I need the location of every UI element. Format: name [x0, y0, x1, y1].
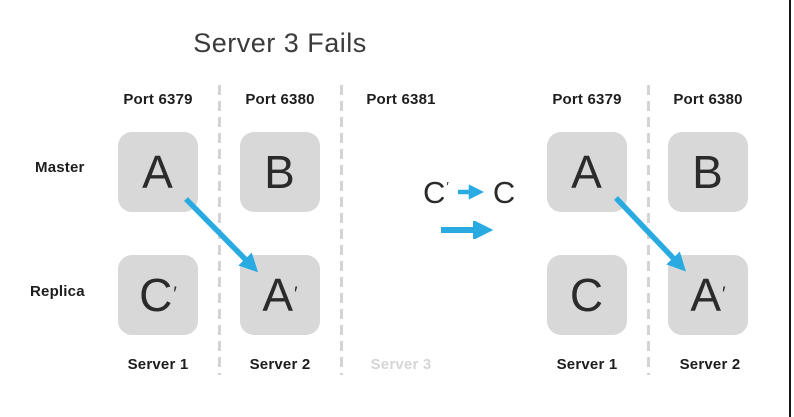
- formula-from: C′: [423, 174, 449, 210]
- shard-letter: B: [264, 146, 295, 198]
- shard-letter: B: [692, 146, 723, 198]
- port-label-6381-left: Port 6381: [366, 91, 436, 108]
- box-replica-server1-left: C′: [118, 255, 198, 335]
- dashed-divider-left-2: [340, 85, 343, 375]
- box-replica-server2-left: A′: [240, 255, 320, 335]
- shard-letter: A: [262, 269, 294, 321]
- dashed-divider-left-1: [218, 85, 221, 375]
- shard-letter: A: [142, 146, 173, 198]
- transition-arrow-icon: [441, 221, 494, 239]
- box-master-server1-right: A: [547, 132, 627, 212]
- master-row-label: Master: [35, 159, 85, 176]
- server-label-2-left: Server 2: [249, 356, 311, 373]
- box-master-server2-left: B: [240, 132, 320, 212]
- shard-letter: A: [571, 146, 602, 198]
- box-replica-server1-right: C: [547, 255, 627, 335]
- replication-arrow-icon-left: [184, 197, 259, 273]
- replication-arrow-icon-right: [614, 196, 686, 272]
- formula-to: C: [492, 174, 516, 210]
- box-master-server1-left: A: [118, 132, 198, 212]
- port-label-6380-right: Port 6380: [673, 91, 743, 108]
- box-master-server2-right: B: [668, 132, 748, 212]
- page-title: Server 3 Fails: [193, 28, 367, 58]
- formula-arrow-icon: [457, 184, 484, 200]
- port-label-6379-right: Port 6379: [552, 91, 622, 108]
- port-label-6379-left: Port 6379: [123, 91, 193, 108]
- right-edge-border: [789, 0, 791, 417]
- replica-row-label: Replica: [30, 283, 85, 300]
- port-label-6380-left: Port 6380: [245, 91, 315, 108]
- shard-letter: C: [139, 269, 173, 321]
- server-label-1-right: Server 1: [556, 356, 618, 373]
- server-label-1-left: Server 1: [127, 356, 189, 373]
- box-replica-server2-right: A′: [668, 255, 748, 335]
- server-label-3-failed: Server 3: [370, 356, 432, 373]
- failover-formula: C′ C: [423, 172, 515, 212]
- dashed-divider-right: [647, 85, 650, 375]
- server-label-2-right: Server 2: [679, 356, 741, 373]
- shard-letter: C: [569, 269, 604, 321]
- shard-letter: A: [690, 269, 722, 321]
